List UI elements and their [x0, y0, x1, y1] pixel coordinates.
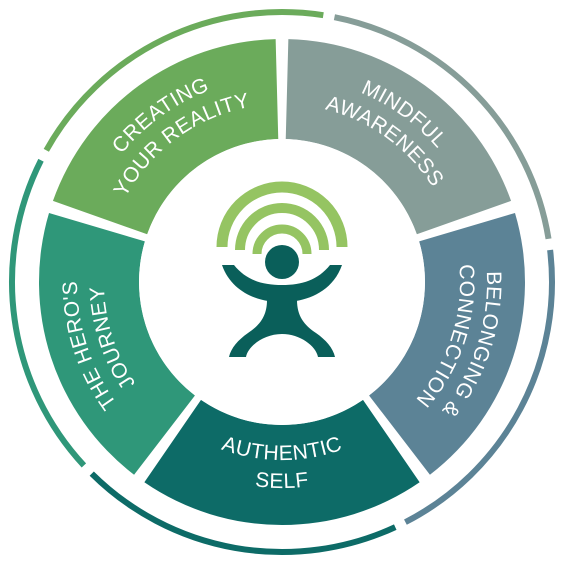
outer-ring-arc-authentic — [89, 471, 397, 555]
signal-arc-outer — [216, 181, 348, 248]
segment-creating-your-reality[interactable] — [52, 39, 279, 235]
segment-heros-journey[interactable] — [39, 212, 195, 475]
center-circle — [139, 139, 425, 425]
signal-arc-inner — [252, 224, 312, 255]
outer-ring-arc-mindful — [333, 14, 552, 240]
outer-ring-arc-belonging — [404, 249, 555, 525]
label-authentic-line2: SELF — [254, 468, 309, 493]
segment-mindful-awareness[interactable] — [285, 39, 512, 235]
outer-ring — [9, 9, 555, 555]
segments — [39, 39, 525, 525]
person-with-signal-arcs-icon — [216, 181, 348, 357]
segment-belonging-connection[interactable] — [369, 212, 525, 475]
figure-body-legs — [229, 300, 335, 357]
signal-arc-middle — [235, 203, 329, 251]
figure-arms — [222, 265, 342, 301]
segment-authentic-self[interactable] — [144, 399, 420, 525]
figure-head — [265, 245, 299, 279]
outer-ring-arc-hero — [9, 158, 87, 468]
outer-ring-arc-creating — [43, 9, 324, 152]
